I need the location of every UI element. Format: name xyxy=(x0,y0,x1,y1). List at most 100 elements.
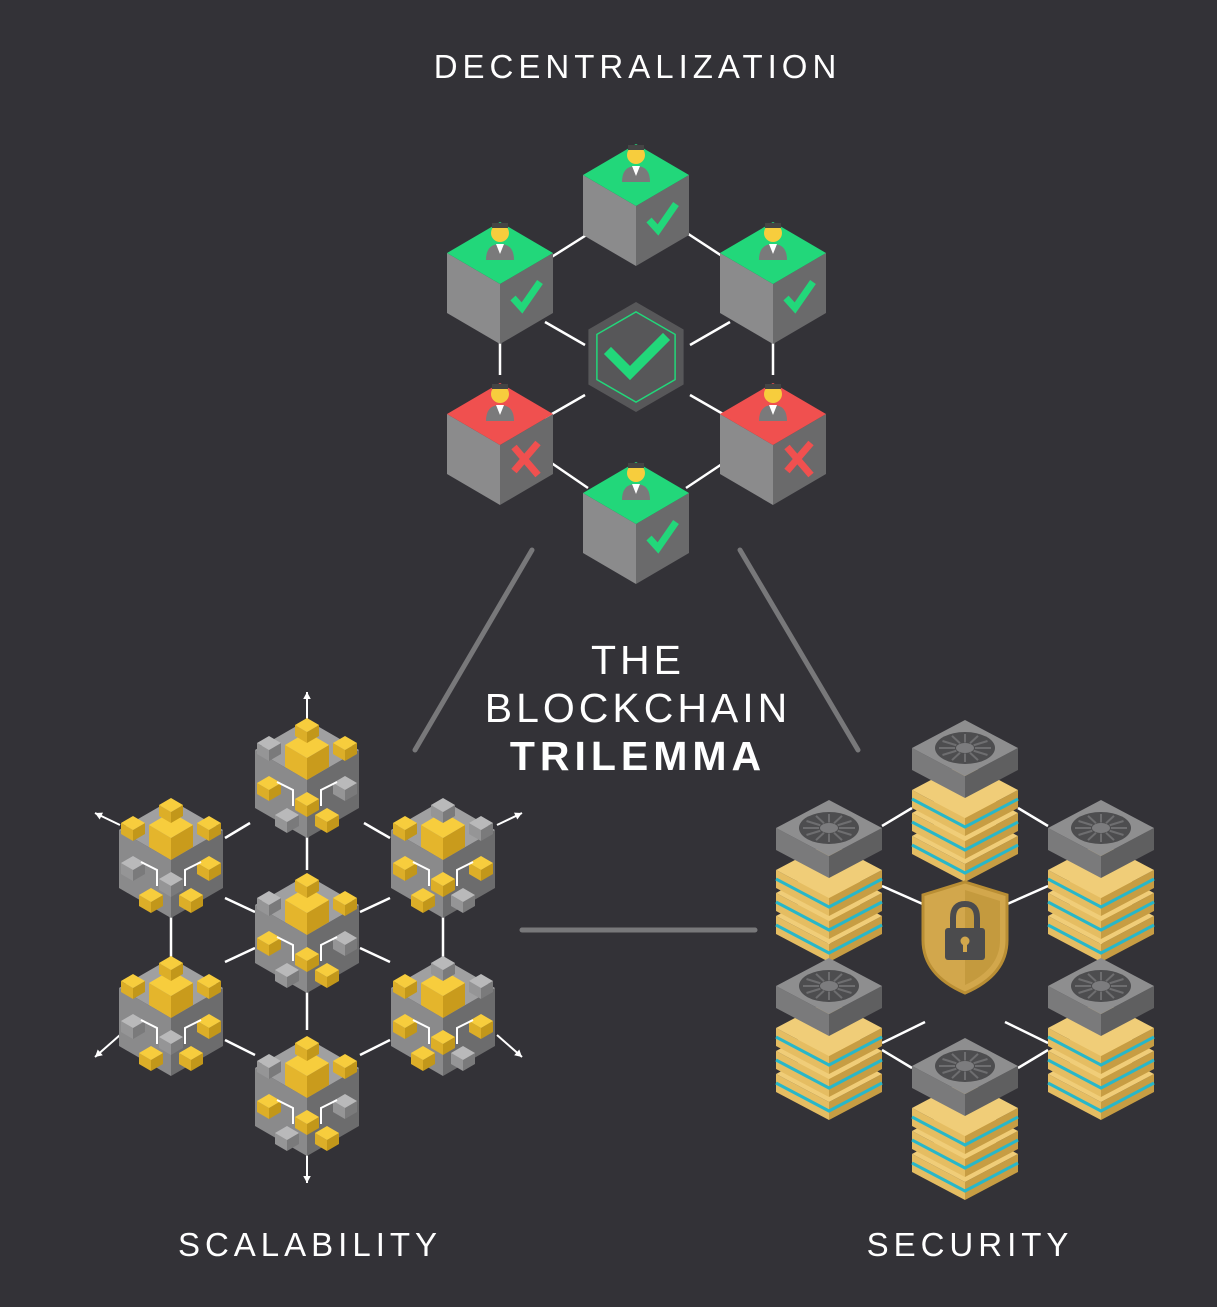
cube-left-face xyxy=(197,1021,209,1039)
cube-right-face xyxy=(171,963,183,981)
cluster-small-cube xyxy=(315,963,339,988)
cube-left-face xyxy=(315,1133,327,1151)
cube-right-face xyxy=(171,1037,183,1055)
person-icon xyxy=(622,145,650,182)
node-connector xyxy=(881,1020,926,1045)
cube-top-face xyxy=(451,888,475,902)
node-connector xyxy=(1004,884,1049,907)
cube-right-face xyxy=(443,825,465,860)
server-stripe xyxy=(775,1058,883,1090)
server-stripe xyxy=(1047,900,1155,932)
server-stripe xyxy=(1047,1035,1155,1067)
scalable-cluster xyxy=(255,718,359,838)
node-cube-upper-left xyxy=(447,222,553,344)
cube-left-face xyxy=(451,895,463,913)
node-cube-lower-left xyxy=(447,383,553,505)
cluster-inner-line xyxy=(276,936,294,961)
cross-icon xyxy=(784,440,814,474)
person-hair xyxy=(628,145,644,150)
cube-left-face xyxy=(295,725,307,743)
cluster-small-cube xyxy=(333,776,357,801)
cluster-inner-line xyxy=(320,936,338,961)
diagram-title: THE BLOCKCHAIN TRILEMMA xyxy=(438,636,838,780)
cube-left-face xyxy=(333,743,345,761)
cube-right-face xyxy=(327,1133,339,1151)
fan-blade xyxy=(951,735,961,744)
node-connector xyxy=(224,1038,256,1057)
cube-top-face xyxy=(121,974,145,988)
person-head xyxy=(764,385,782,403)
cube-right-face xyxy=(307,954,319,972)
cluster-small-cube xyxy=(197,974,221,999)
person-icon xyxy=(486,384,514,421)
cluster-small-cube xyxy=(295,1110,319,1135)
cube-right-face xyxy=(829,986,882,1036)
person-collar xyxy=(769,405,777,415)
cluster-core-cube xyxy=(149,970,193,1018)
cube-left-face xyxy=(179,895,191,913)
cluster-inner-line xyxy=(276,781,294,806)
scalable-cluster xyxy=(255,873,359,993)
node-connector xyxy=(549,460,589,490)
scalable-cluster xyxy=(119,798,223,918)
fan-hub xyxy=(1092,981,1110,991)
fan-blade xyxy=(969,1053,979,1062)
person-collar xyxy=(632,484,640,494)
cluster-small-cube xyxy=(431,956,455,981)
cluster-small-cube xyxy=(295,792,319,817)
cross-icon xyxy=(511,440,541,474)
cube-right-face xyxy=(151,1053,163,1071)
cube-left-face xyxy=(197,823,209,841)
cluster-small-cube xyxy=(469,856,493,881)
cube-right-face xyxy=(829,828,882,878)
arrow-head xyxy=(514,1049,522,1057)
server-stripe xyxy=(911,797,1019,829)
cluster-inner-line xyxy=(412,861,430,886)
padlock-shield-icon xyxy=(921,880,1009,995)
server-stripe xyxy=(775,1035,883,1067)
cube-left-face xyxy=(912,1066,965,1116)
cube-right-face xyxy=(269,898,281,916)
cube-right-face xyxy=(269,783,281,801)
cube-left-face xyxy=(275,1133,287,1151)
cube-left-face xyxy=(447,253,500,344)
server-stack-icon xyxy=(775,958,883,1120)
cube-top-face xyxy=(149,970,193,996)
node-connector xyxy=(689,320,731,347)
cube-right-face xyxy=(287,970,299,988)
fan-blade xyxy=(951,1053,961,1062)
cluster-small-cube xyxy=(197,1014,221,1039)
cube-left-face xyxy=(257,1101,269,1119)
cube-right-face xyxy=(405,1021,417,1039)
person-head xyxy=(627,146,645,164)
person-head xyxy=(491,385,509,403)
fan-icon xyxy=(1071,812,1131,844)
server-stripe xyxy=(1047,923,1155,955)
cluster-small-cube xyxy=(139,1046,163,1071)
cube-top-face xyxy=(257,736,281,750)
cluster-small-cube xyxy=(121,974,145,999)
cube-left-face xyxy=(159,805,171,823)
cube-left-face xyxy=(149,825,171,860)
arrow-head xyxy=(303,1176,311,1183)
cube-top-face xyxy=(285,887,329,913)
cube-left-face xyxy=(121,981,133,999)
arrow-icon xyxy=(496,1034,523,1058)
cube-left-face xyxy=(333,1101,345,1119)
cube-top-face xyxy=(333,931,357,945)
cluster-small-cube xyxy=(179,1046,203,1071)
cube-left-face xyxy=(720,253,773,344)
cluster-small-cube xyxy=(393,856,417,881)
server-stripe xyxy=(911,820,1019,852)
cluster-small-cube xyxy=(333,736,357,761)
title-line-3: TRILEMMA xyxy=(509,733,767,779)
server-stripe xyxy=(911,843,1019,875)
cube-top-face xyxy=(421,970,465,996)
cube-top-face xyxy=(159,1030,183,1044)
fan-blade xyxy=(969,1070,979,1079)
cube-right-face xyxy=(191,1053,203,1071)
cube-left-face xyxy=(275,970,287,988)
fan-blade xyxy=(833,973,843,982)
person-hair xyxy=(765,223,781,228)
cube-top-face xyxy=(295,718,319,732)
